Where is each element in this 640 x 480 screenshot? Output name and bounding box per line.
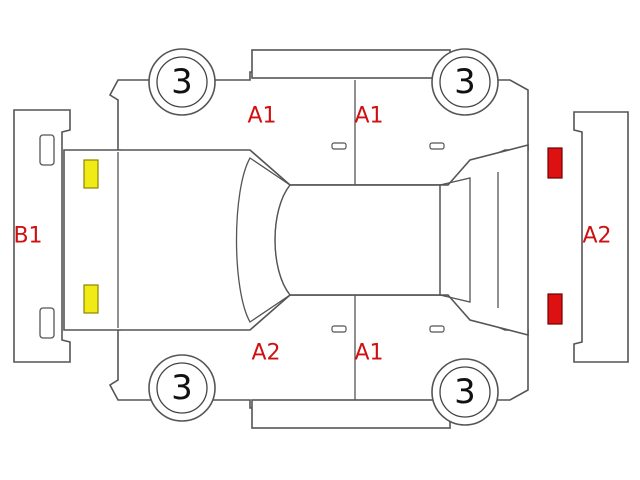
front-bumper — [13, 109, 71, 363]
left-headlamp — [83, 159, 99, 189]
rear-bumper — [573, 111, 629, 363]
left-taillamp — [547, 147, 563, 179]
wheel-front-right: 3 — [148, 354, 216, 422]
code-left-rear-door: A1 — [354, 104, 383, 129]
rear-window — [439, 177, 471, 303]
right-taillamp — [547, 293, 563, 325]
left-sill — [251, 49, 451, 79]
wheel-rear-left-value: 3 — [454, 62, 476, 102]
roof — [274, 184, 441, 296]
code-front-bumper: B1 — [13, 224, 42, 249]
code-left-front-door: A1 — [247, 104, 276, 129]
right-headlamp — [83, 284, 99, 314]
car-body-top-view — [63, 143, 529, 337]
right-sill — [251, 399, 451, 429]
wheel-rear-right: 3 — [431, 358, 499, 426]
right-rear-door-handle — [429, 325, 445, 333]
wheel-rear-right-value: 3 — [454, 372, 476, 412]
left-front-door-handle — [331, 142, 347, 150]
code-rear-bumper: A2 — [582, 224, 611, 249]
wheel-front-left: 3 — [148, 48, 216, 116]
left-rear-door-handle — [429, 142, 445, 150]
wheel-front-right-value: 3 — [171, 368, 193, 408]
right-front-door-handle — [331, 325, 347, 333]
wheel-front-left-value: 3 — [171, 62, 193, 102]
wheel-rear-left: 3 — [431, 48, 499, 116]
left-side-panel — [108, 49, 529, 186]
code-right-rear-door: A1 — [354, 341, 383, 366]
code-right-front-door: A2 — [251, 341, 280, 366]
